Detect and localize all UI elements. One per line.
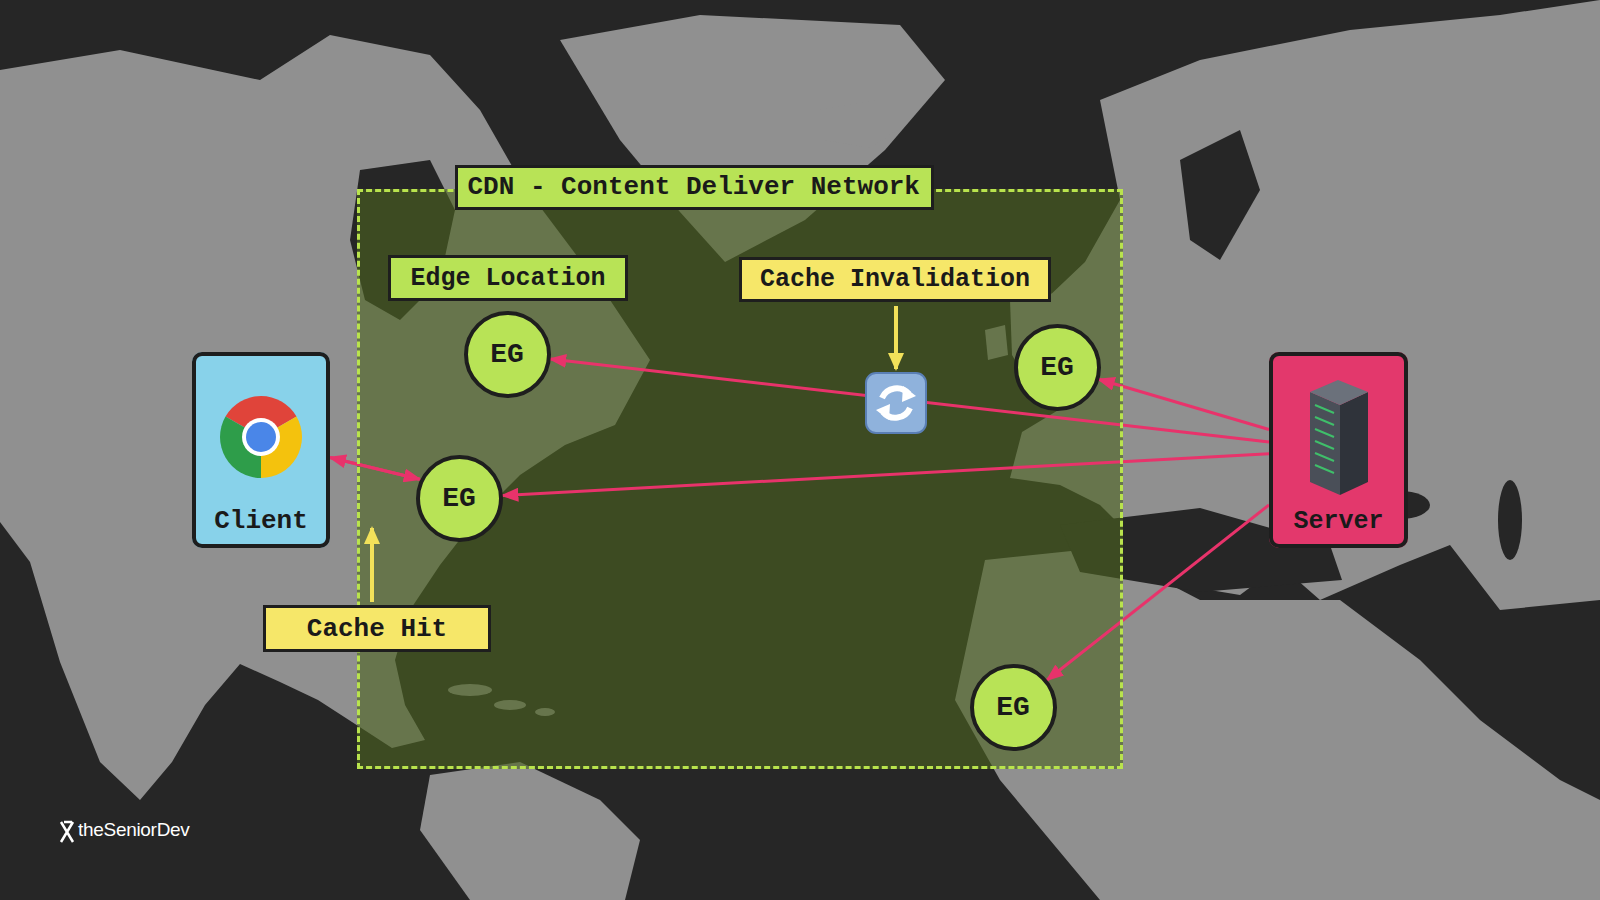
- server-box: Server: [1269, 352, 1408, 548]
- connector-arrow: [1099, 379, 1269, 429]
- node-label: EG: [996, 692, 1030, 723]
- edge-node: EG: [1014, 324, 1101, 411]
- node-label: Cache Hit: [307, 614, 447, 644]
- node-label: EG: [442, 483, 476, 514]
- node-label: EG: [490, 339, 524, 370]
- client-box: Client: [192, 352, 330, 548]
- refresh-icon: [866, 373, 926, 433]
- cdn-region: CDN - Content Deliver NetworkEdge Locati…: [357, 189, 1123, 769]
- edge-node: EG: [970, 664, 1057, 751]
- connector-arrow: [502, 454, 1269, 496]
- region-title: CDN - Content Deliver Network: [455, 165, 934, 210]
- node-label: Cache Invalidation: [760, 265, 1030, 294]
- node-label: EG: [1040, 352, 1074, 383]
- edge-node: EG: [464, 311, 551, 398]
- connector-arrow: [330, 458, 420, 480]
- watermark: theSeniorDev: [78, 819, 190, 841]
- connector-arrow: [330, 458, 420, 480]
- chrome-icon: [220, 396, 302, 478]
- edge-location-label: Edge Location: [388, 255, 628, 301]
- cdn-tint: [357, 189, 1123, 769]
- node-label: Edge Location: [410, 264, 605, 293]
- leader-arrow: [894, 306, 898, 369]
- server-icon: [1310, 380, 1368, 495]
- server-fill: [1269, 352, 1408, 548]
- node-label: Server: [1293, 507, 1383, 536]
- connector-arrow: [1047, 505, 1269, 680]
- leader-arrow: [370, 528, 374, 602]
- cache-hit-label: Cache Hit: [263, 605, 491, 652]
- node-label: Client: [214, 506, 308, 536]
- client-fill: [192, 352, 330, 548]
- connector-arrow: [550, 359, 1269, 442]
- cache-invalidation-label: Cache Invalidation: [739, 257, 1051, 302]
- logo-mark: [61, 822, 73, 842]
- edge-node: EG: [416, 455, 503, 542]
